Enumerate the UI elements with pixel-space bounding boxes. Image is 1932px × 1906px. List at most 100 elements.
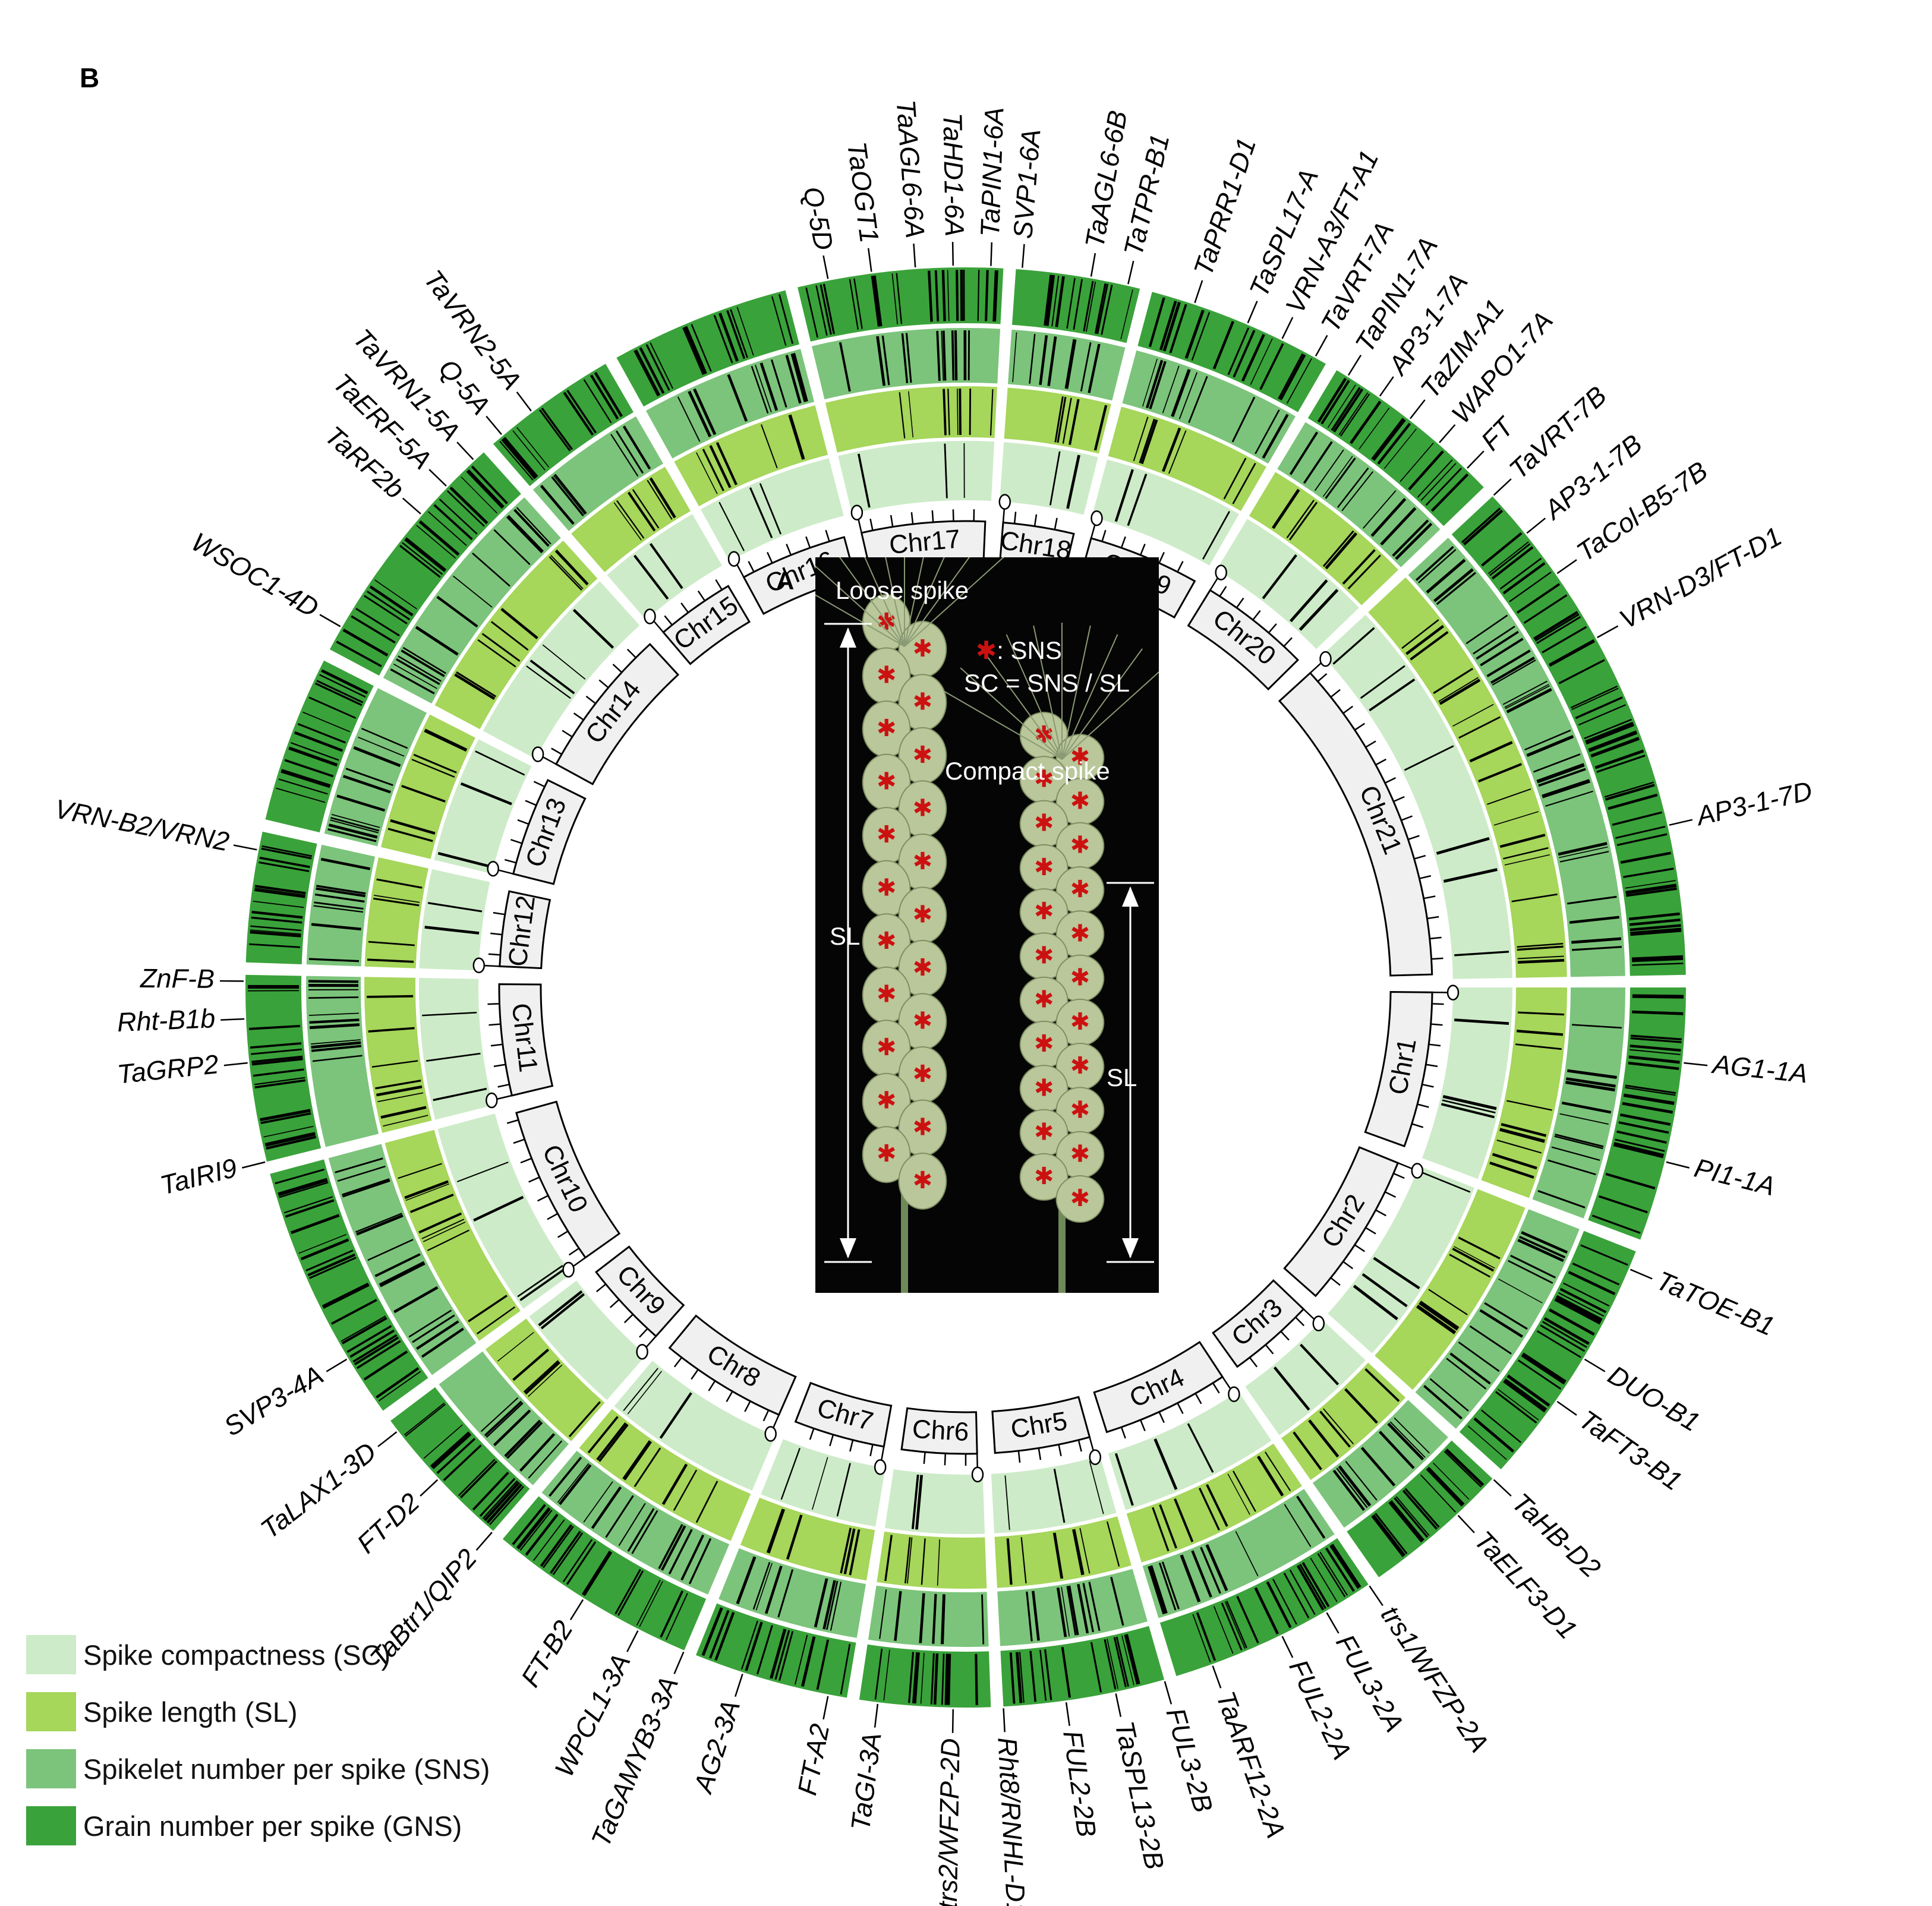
qtl-mark	[538, 1290, 583, 1327]
scale-tick	[537, 1195, 549, 1202]
scale-tick	[598, 679, 609, 689]
qtl-mark	[1523, 1352, 1567, 1382]
qtl-mark	[308, 1012, 359, 1016]
gene-leader-line	[1315, 335, 1328, 356]
track-sc-chr3	[1245, 1320, 1366, 1435]
qtl-mark	[1510, 1254, 1556, 1279]
gene-label: FUL2-2B	[1057, 1729, 1102, 1839]
qtl-mark	[288, 747, 338, 767]
qtl-mark	[1163, 302, 1181, 352]
qtl-mark	[613, 502, 642, 541]
qtl-mark	[499, 441, 534, 481]
track-sl-chr6	[877, 1531, 987, 1589]
qtl-mark	[1250, 338, 1273, 385]
qtl-mark	[550, 1531, 581, 1574]
qtl-mark	[1438, 677, 1479, 702]
qtl-mark	[1061, 1646, 1071, 1698]
qtl-mark	[1517, 1239, 1564, 1263]
scale-tick	[1393, 796, 1405, 803]
qtl-mark	[361, 727, 408, 749]
qtl-mark	[1332, 627, 1375, 665]
qtl-mark	[680, 1534, 705, 1581]
track-sc-chr13	[434, 739, 532, 874]
sns-key-label: ✱: SNS	[976, 636, 1062, 665]
qtl-mark	[830, 1581, 842, 1631]
qtl-mark	[618, 1503, 646, 1547]
qtl-mark	[1184, 310, 1205, 359]
qtl-mark	[756, 1625, 773, 1675]
qtl-mark	[788, 414, 805, 460]
scale-tick	[1342, 1261, 1354, 1270]
qtl-mark	[1290, 579, 1328, 623]
scale-tick	[493, 911, 505, 916]
qtl-mark	[454, 673, 496, 700]
gene-leader-line	[1003, 1708, 1006, 1733]
scale-tick	[1317, 673, 1328, 682]
qtl-mark	[436, 1438, 476, 1474]
qtl-mark	[1370, 497, 1407, 537]
qtl-mark	[1301, 1562, 1330, 1608]
compact-spike-awn	[1061, 625, 1091, 760]
qtl-mark	[647, 479, 673, 520]
chromosome-chr1	[1364, 990, 1433, 1148]
gene-label: TaPRR1-D1	[1187, 134, 1262, 280]
qtl-mark	[1570, 685, 1618, 709]
qtl-mark	[1558, 842, 1608, 856]
qtl-mark	[298, 1233, 347, 1254]
track-sl-chr14	[434, 540, 598, 730]
qtl-mark	[1372, 418, 1406, 461]
qtl-mark	[1496, 1139, 1542, 1154]
qtl-mark	[477, 1307, 515, 1334]
qtl-mark	[284, 759, 334, 778]
qtl-mark	[759, 483, 782, 535]
gene-leader-line	[1526, 517, 1546, 534]
qtl-mark	[1517, 955, 1564, 960]
sns-star-icon: ✱	[1034, 1030, 1054, 1058]
qtl-mark	[308, 996, 359, 999]
qtl-mark	[519, 1268, 566, 1301]
qtl-mark	[371, 1060, 418, 1068]
qtl-mark	[1331, 387, 1361, 431]
qtl-mark	[475, 750, 525, 776]
qtl-mark	[1589, 732, 1638, 752]
qtl-mark	[688, 390, 712, 437]
qtl-mark	[408, 1309, 452, 1338]
qtl-mark	[366, 591, 411, 620]
sns-star-icon: ✱	[1070, 1008, 1091, 1036]
compact-spike-awn	[1061, 648, 1143, 760]
qtl-mark	[506, 1421, 543, 1459]
qtl-mark	[1439, 679, 1481, 705]
gene-label: TaPIN1-6A	[975, 106, 1010, 237]
qtl-mark	[921, 1538, 926, 1585]
qtl-mark	[540, 485, 575, 525]
qtl-mark	[1080, 342, 1092, 392]
scale-tick	[890, 515, 894, 527]
qtl-mark	[1361, 1273, 1408, 1308]
qtl-mark	[794, 1634, 808, 1685]
qtl-mark	[409, 1194, 454, 1213]
track-sns-chr1	[1532, 987, 1625, 1219]
gene-leader-line	[1115, 1693, 1122, 1717]
scale-tick	[664, 615, 673, 626]
qtl-mark	[1046, 274, 1055, 326]
qtl-mark	[785, 355, 802, 404]
qtl-mark	[1590, 737, 1640, 758]
qtl-mark	[1012, 332, 1017, 383]
qtl-mark	[849, 279, 859, 330]
qtl-mark	[1506, 1100, 1552, 1111]
qtl-mark	[1227, 1473, 1250, 1515]
qtl-mark	[1159, 301, 1177, 351]
qtl-mark	[1623, 867, 1674, 878]
legend-label-gns: Grain number per spike (GNS)	[83, 1810, 462, 1842]
qtl-mark	[468, 1295, 508, 1323]
gene-label: VRN-B2/VRN2	[52, 793, 232, 857]
qtl-mark	[1559, 851, 1609, 863]
gene-leader-line	[223, 1062, 248, 1066]
qtl-mark	[322, 1282, 369, 1307]
qtl-mark	[1566, 1077, 1616, 1088]
qtl-mark	[668, 1529, 693, 1574]
qtl-mark	[1584, 718, 1632, 740]
qtl-mark	[501, 438, 536, 479]
qtl-mark	[1479, 1309, 1523, 1338]
qtl-mark	[1300, 1343, 1340, 1386]
